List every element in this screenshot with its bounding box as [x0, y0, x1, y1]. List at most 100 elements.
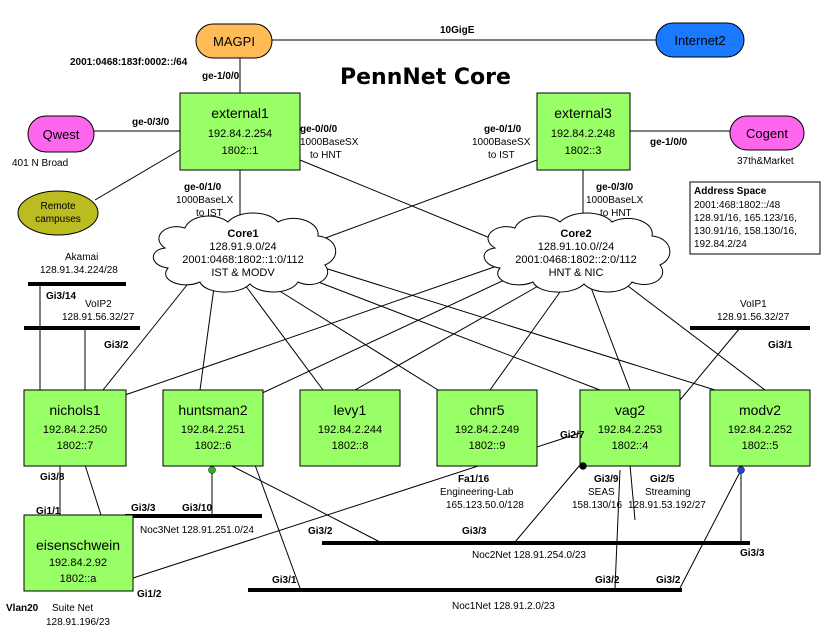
- link-vag2-streaming: [629, 464, 636, 521]
- pill-cogent-label: Cogent: [746, 126, 788, 141]
- vag2-name: vag2: [615, 402, 646, 418]
- core1-line2: 2001:0468:1802::1:0/112: [182, 254, 304, 266]
- label-noc2net: Noc2Net 128.91.254.0/23: [472, 550, 586, 561]
- cogent-location: 37th&Market: [737, 156, 794, 167]
- huntsman2-name: huntsman2: [178, 402, 247, 418]
- label-gi39: Gi3/9: [594, 474, 619, 485]
- label-gi32-mid: Gi3/2: [308, 526, 333, 537]
- chnr5-ip6: 1802::9: [469, 440, 506, 452]
- label-gi33-a: Gi3/3: [131, 503, 156, 514]
- label-gi11: Gi1/1: [36, 506, 61, 517]
- remote-label-1: Remote: [40, 201, 75, 212]
- label-gi32-bottom2: Gi3/2: [656, 575, 681, 586]
- port-dot-huntsman2: [208, 466, 216, 474]
- label-akamai-net: 128.91.34.224/28: [40, 265, 118, 276]
- label-gi32-left: Gi3/2: [104, 340, 129, 351]
- link-modv2-noc1: [679, 469, 742, 589]
- core1-title: Core1: [227, 228, 258, 240]
- pill-qwest: Qwest 401 N Broad: [12, 115, 95, 169]
- link-external3-core1: [319, 159, 538, 241]
- label-ext3-ge030: ge-0/3/0: [596, 182, 634, 193]
- label-gi12: Gi1/2: [137, 589, 162, 600]
- label-vlan20: Vlan20: [6, 603, 39, 614]
- link-core1-levy1: [244, 284, 324, 391]
- label-gi32-bottom: Gi3/2: [595, 575, 620, 586]
- huntsman2-ip6: 1802::6: [195, 440, 232, 452]
- top-link-label: 10GigE: [440, 25, 475, 36]
- remote-label-2: campuses: [35, 214, 81, 225]
- label-seas-net: 158.130/16: [572, 500, 622, 511]
- pill-qwest-label: Qwest: [43, 127, 80, 142]
- core2-line1: 128.91.10.0//24: [538, 241, 614, 253]
- link-vag2-noc1: [614, 469, 621, 589]
- router-modv2: modv2 192.84.2.252 1802::5: [709, 389, 811, 467]
- pill-remote-campuses: Remote campuses: [17, 190, 99, 236]
- port-dot-vag2: [579, 462, 587, 470]
- label-ext3-ge100: ge-1/0/0: [650, 137, 688, 148]
- label-streaming: Streaming: [645, 487, 691, 498]
- link-core2-nichols1: [124, 264, 501, 396]
- label-ext1-ge000-a: 1000BaseSX: [300, 137, 359, 148]
- label-noc1net: Noc1Net 128.91.2.0/23: [452, 601, 555, 612]
- pill-cogent: Cogent 37th&Market: [729, 115, 805, 167]
- link-core2-vag2: [589, 284, 631, 391]
- label-ext3-ge010-b: to IST: [488, 150, 515, 161]
- external1-ip: 192.84.2.254: [208, 128, 272, 140]
- eisenschwein-ip6: 1802::a: [60, 573, 98, 585]
- label-gi310: Gi3/10: [182, 503, 212, 514]
- chnr5-name: chnr5: [469, 402, 504, 418]
- label-ext1-ge010-a: 1000BaseLX: [176, 195, 234, 206]
- label-ext3-ge030-a: 1000BaseLX: [586, 195, 644, 206]
- label-ext3-ge010: ge-0/1/0: [484, 124, 522, 135]
- label-gi314: Gi3/14: [46, 291, 76, 302]
- link-core2-chnr5: [489, 284, 566, 391]
- external3-name: external3: [554, 105, 612, 121]
- levy1-ip6: 1802::8: [332, 440, 369, 452]
- modv2-ip6: 1802::5: [742, 440, 779, 452]
- label-suitenet-net: 128.91.196/23: [46, 617, 110, 628]
- link-core1-vag2: [299, 274, 601, 391]
- external3-ip: 192.84.2.248: [551, 128, 615, 140]
- address-space-line-4: 192.84.2/24: [694, 239, 747, 250]
- links: [39, 39, 766, 591]
- router-external3: external3 192.84.2.248 1802::3: [536, 92, 631, 171]
- address-space-line-2: 128.91/16, 165.123/16,: [694, 213, 797, 224]
- label-ge030-left: ge-0/3/0: [132, 117, 170, 128]
- link-core1-nichols1: [102, 274, 196, 391]
- modv2-name: modv2: [739, 402, 781, 418]
- router-vag2: vag2 192.84.2.253 1802::4: [579, 389, 681, 467]
- label-ext3-ge030-b: to HNT: [600, 208, 632, 219]
- chnr5-ip: 192.84.2.249: [455, 424, 519, 436]
- link-core1-modv2: [314, 264, 716, 391]
- label-ext1-ge010-b: to IST: [196, 208, 223, 219]
- address-space-title: Address Space: [694, 186, 767, 197]
- core1-line3: IST & MODV: [211, 267, 275, 279]
- nichols1-ip6: 1802::7: [57, 440, 94, 452]
- external1-name: external1: [211, 105, 269, 121]
- core2-line2: 2001:0468:1802::2:0/112: [515, 254, 637, 266]
- external1-ip6: 1802::1: [222, 145, 259, 157]
- diagram-title: PennNet Core: [340, 65, 511, 90]
- eisenschwein-name: eisenschwein: [36, 537, 120, 553]
- port-dot-modv2: [737, 466, 745, 474]
- router-levy1: levy1 192.84.2.244 1802::8: [299, 389, 401, 467]
- vag2-ip: 192.84.2.253: [598, 424, 662, 436]
- qwest-location: 401 N Broad: [12, 158, 68, 169]
- label-noc3net: Noc3Net 128.91.251.0/24: [140, 525, 254, 536]
- label-ext1-ge000: ge-0/0/0: [300, 124, 338, 135]
- interface-labels: ge-1/0/0 ge-0/3/0 ge-0/0/0 1000BaseSX to…: [6, 71, 793, 628]
- label-gi33-right: Gi3/3: [740, 548, 765, 559]
- link-vag2-noc2: [514, 464, 581, 543]
- label-gi38: Gi3/8: [40, 472, 65, 483]
- modv2-ip: 192.84.2.252: [728, 424, 792, 436]
- label-fa116: Fa1/16: [458, 474, 490, 485]
- nichols1-name: nichols1: [49, 402, 101, 418]
- cloud-core1-shape: [152, 212, 337, 293]
- router-nichols1: nichols1 192.84.2.250 1802::7: [23, 389, 127, 467]
- link-huntsman2-noc1: [254, 464, 301, 589]
- link-core2-modv2: [619, 279, 766, 391]
- label-ext1-ge000-b: to HNT: [310, 150, 342, 161]
- magpi-addr-label: 2001:0468:183f:0002::/64: [70, 57, 188, 68]
